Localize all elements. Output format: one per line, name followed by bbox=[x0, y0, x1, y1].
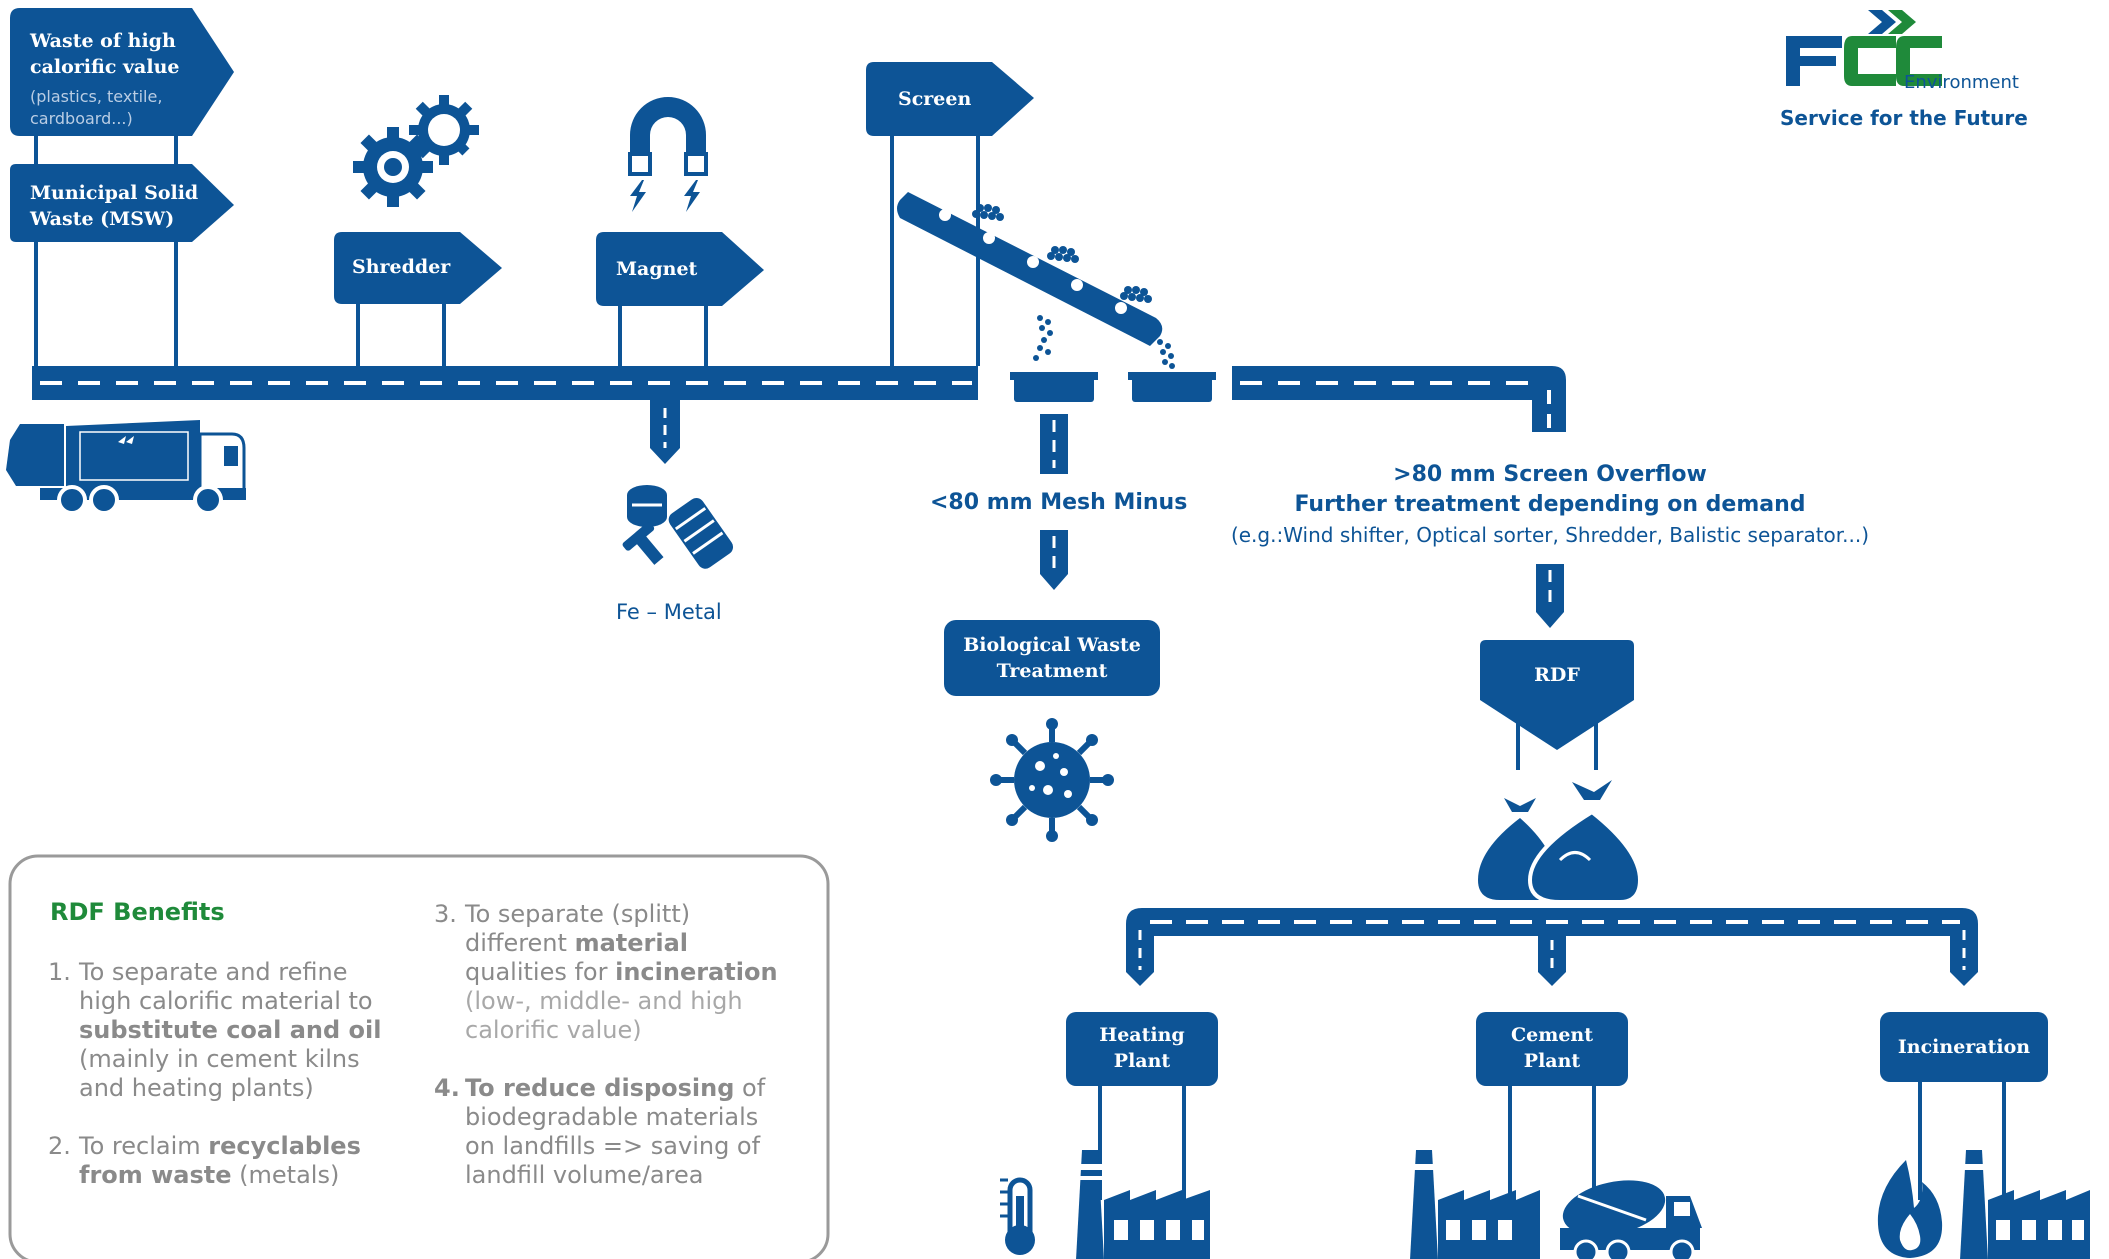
cement-plant-label: Cement Plant bbox=[1511, 1024, 1593, 1072]
incineration-label: Incineration bbox=[1897, 1036, 2031, 1058]
distribution-road bbox=[1126, 908, 1978, 986]
waste-high-note: (plastics, textile, cardboard...) bbox=[30, 87, 163, 128]
logo-tagline: Service for the Future bbox=[1780, 106, 2028, 130]
sign-magnet bbox=[596, 232, 764, 366]
heating-plant-label: Heating Plant bbox=[1099, 1024, 1185, 1072]
mesh-minus-label: <80 mm Mesh Minus bbox=[930, 490, 1188, 515]
main-conveyor-road bbox=[32, 366, 978, 400]
shredder-label: Shredder bbox=[352, 256, 451, 278]
bio-arrow bbox=[1040, 530, 1068, 590]
sign-bio-treatment bbox=[944, 620, 1160, 696]
logo-sub: Environment bbox=[1904, 72, 2019, 93]
screen-label: Screen bbox=[898, 88, 972, 110]
benefits-title: RDF Benefits bbox=[50, 898, 225, 926]
rdf-label: RDF bbox=[1534, 664, 1580, 686]
cement-mixer-truck-icon bbox=[1560, 1180, 1702, 1259]
rdf-bags-icon bbox=[1478, 780, 1643, 904]
bin-mesh-minus bbox=[1010, 372, 1098, 402]
overflow-text: >80 mm Screen Overflow Further treatment… bbox=[1230, 462, 1870, 547]
magnet-output-chute bbox=[650, 400, 680, 464]
sign-waste-high-calorific bbox=[10, 8, 234, 366]
metal-scrap-icon bbox=[622, 485, 734, 569]
overflow-conveyor-road bbox=[1232, 366, 1566, 432]
benefit-3: 3. To separate (splitt) different materi… bbox=[434, 900, 778, 1044]
benefit-1: 1. To separate and refine high calorific… bbox=[48, 958, 382, 1102]
fcc-logo-icon bbox=[1786, 10, 1942, 86]
magnet-label: Magnet bbox=[616, 258, 698, 280]
sign-heating-plant bbox=[1066, 1012, 1218, 1200]
screen-conveyor-icon bbox=[897, 192, 1175, 369]
benefit-4: 4. To reduce disposing of biodegradable … bbox=[434, 1074, 766, 1189]
sign-rdf bbox=[1480, 640, 1634, 770]
heating-plant-factory-icon bbox=[1000, 1150, 1210, 1259]
benefits-box bbox=[8, 854, 830, 1259]
gears-icon bbox=[353, 95, 479, 207]
sign-shredder bbox=[334, 232, 502, 366]
benefit-2: 2. To reclaim recyclables from waste (me… bbox=[48, 1132, 361, 1189]
incineration-flame-factory-icon bbox=[1877, 1150, 2090, 1259]
bin-overflow bbox=[1128, 372, 1216, 402]
magnet-icon bbox=[628, 97, 708, 212]
bio-treatment-label: Biological Waste Treatment bbox=[963, 634, 1141, 682]
fe-metal-label: Fe – Metal bbox=[616, 600, 722, 624]
garbage-truck-icon bbox=[6, 420, 246, 515]
waste-high-title: Waste of high calorific value bbox=[30, 30, 180, 78]
sign-msw bbox=[10, 164, 234, 242]
mesh-minus-chute bbox=[1040, 414, 1068, 474]
msw-label: Municipal Solid Waste (MSW) bbox=[30, 182, 199, 230]
sign-incineration bbox=[1880, 1012, 2048, 1200]
bacteria-icon bbox=[990, 718, 1114, 842]
cement-plant-factory-icon bbox=[1410, 1150, 1540, 1259]
overflow-arrow bbox=[1536, 564, 1564, 628]
sign-cement-plant bbox=[1476, 1012, 1628, 1200]
